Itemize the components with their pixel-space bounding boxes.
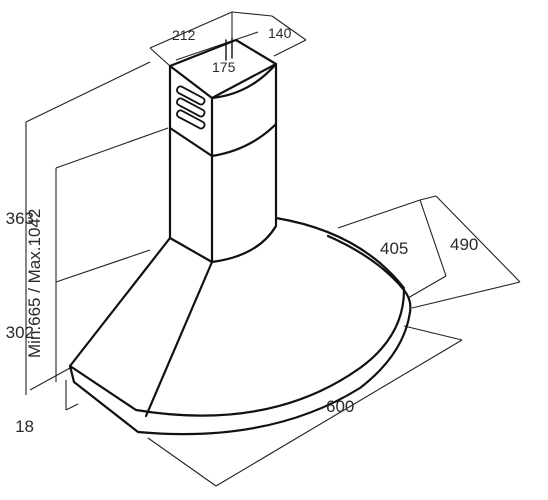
canopy-left-edge: [68, 236, 172, 368]
label-inner-depth: 405: [380, 239, 408, 258]
dim-line-212: [149, 11, 233, 49]
dimension-labels: 212 175 140 363 302 18 405 490 600 Min.6…: [6, 25, 479, 436]
ext-line-212-left: [149, 47, 171, 67]
dim-line-175: [175, 31, 259, 61]
ext-line-600-left: [147, 437, 217, 487]
ext-line-18: [65, 403, 79, 411]
label-chimney-height: 363: [6, 209, 34, 228]
ext-line-405-top: [337, 199, 421, 229]
ext-line-363-bottom: [55, 249, 151, 283]
ext-line-302-bottom: [29, 367, 71, 391]
label-chimney-width: 212: [172, 27, 196, 43]
hood-base-rim: [68, 288, 412, 436]
vent-slots: [176, 85, 206, 130]
base-rim-side: [69, 365, 75, 383]
label-base-thickness: 18: [15, 417, 34, 436]
vent-slot-2: [176, 97, 206, 118]
vent-slot-1: [176, 85, 206, 106]
dimension-lines: [25, 11, 521, 487]
ext-line-490-bottom: [411, 281, 521, 309]
chimney-upper-left: [168, 64, 214, 158]
vent-slot-3: [176, 109, 206, 130]
ext-line-600-right: [403, 325, 463, 341]
chimney-lower-left: [168, 126, 214, 264]
dim-line-140b: [271, 15, 307, 41]
hood-body: [68, 37, 412, 436]
label-hood-height: 302: [6, 323, 34, 342]
dim-line-405: [419, 199, 447, 277]
ext-line-490-top: [419, 195, 437, 201]
label-total-height-range: Min.665 / Max.1042: [25, 209, 44, 358]
canopy-back-lip: [326, 234, 406, 292]
ext-line-405-bottom: [407, 275, 447, 299]
ext-line-total-top: [25, 61, 151, 123]
dim-line-600: [215, 339, 463, 487]
dim-line-490: [435, 195, 521, 283]
dim-line-140: [231, 11, 273, 17]
label-chimney-depth: 140: [268, 25, 292, 41]
chimney-upper-right: [210, 62, 278, 158]
label-total-width: 600: [326, 397, 354, 416]
canopy-back-edge: [274, 216, 406, 290]
ext-line-363-top: [55, 127, 169, 169]
chimney-lower-right: [210, 122, 278, 264]
canopy-front-ridge: [144, 260, 214, 418]
label-chimney-inner: 175: [212, 59, 236, 75]
label-total-depth: 490: [450, 235, 478, 254]
ext-line-140: [273, 39, 307, 57]
